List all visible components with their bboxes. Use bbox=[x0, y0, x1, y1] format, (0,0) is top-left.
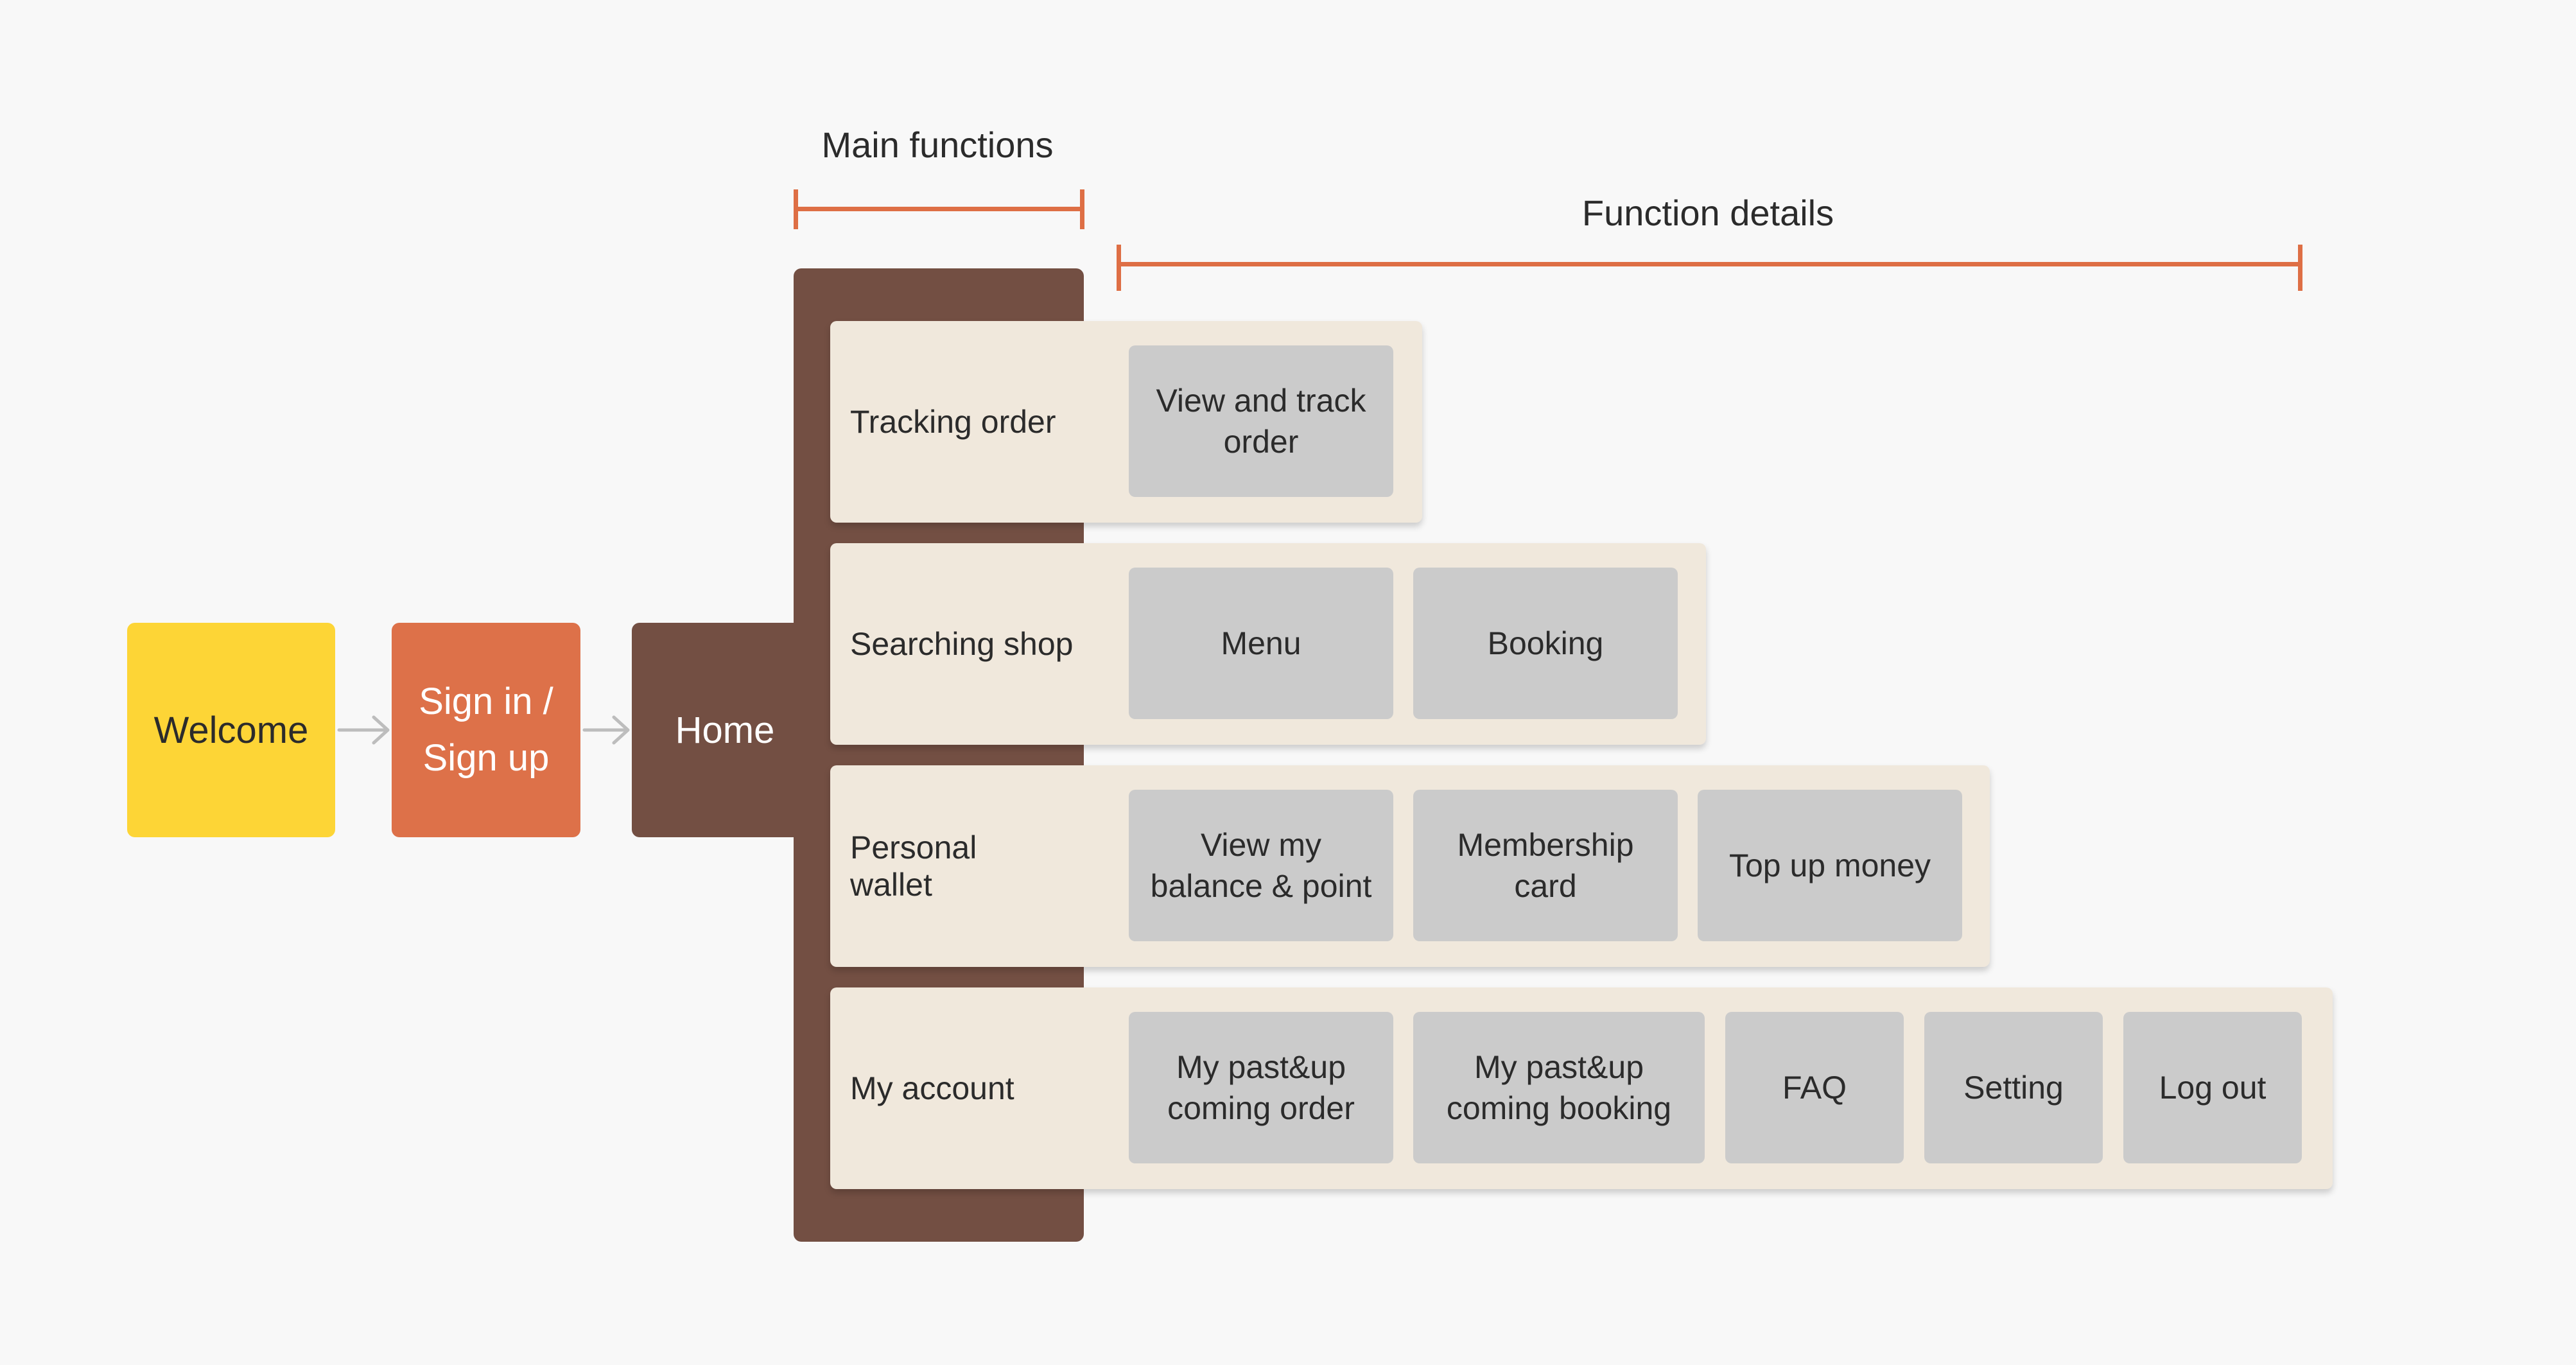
main-function-searching-shop: Searching shop bbox=[850, 626, 1074, 662]
main-function-my-account: My account bbox=[850, 1070, 1014, 1106]
home-node: Home bbox=[632, 623, 818, 837]
detail-membership-card: Membership card bbox=[1413, 790, 1678, 941]
function-details-label: Function details bbox=[1581, 193, 1834, 233]
detail-top-up-money: Top up money bbox=[1698, 790, 1962, 941]
main-function-tracking-order: Tracking order bbox=[850, 404, 1056, 440]
welcome-node: Welcome bbox=[127, 623, 335, 837]
detail-setting: Setting bbox=[1924, 1012, 2103, 1163]
home-label: Home bbox=[675, 709, 775, 751]
detail-my-past-up-coming-booking: My past&up coming booking bbox=[1413, 1012, 1705, 1163]
main-functions-label: Main functions bbox=[821, 125, 1054, 165]
detail-my-past-up-coming-order: My past&up coming order bbox=[1129, 1012, 1393, 1163]
detail-booking: Booking bbox=[1413, 568, 1678, 719]
detail-menu: Menu bbox=[1129, 568, 1393, 719]
detail-faq: FAQ bbox=[1725, 1012, 1904, 1163]
arrow-icon bbox=[582, 715, 630, 745]
detail-view-my-balance-point: View my balance & point bbox=[1129, 790, 1393, 941]
signin-label-line1: Sign in / bbox=[419, 681, 553, 722]
main-function-personal-wallet: Personal wallet bbox=[850, 830, 977, 903]
welcome-label: Welcome bbox=[153, 709, 309, 751]
detail-view-and-track-order: View and track order bbox=[1129, 345, 1393, 497]
arrow-icon bbox=[337, 715, 390, 745]
signin-label-line2: Sign up bbox=[422, 737, 550, 779]
sign-in-sign-up-node: Sign in / Sign up bbox=[392, 623, 580, 837]
detail-log-out: Log out bbox=[2123, 1012, 2302, 1163]
